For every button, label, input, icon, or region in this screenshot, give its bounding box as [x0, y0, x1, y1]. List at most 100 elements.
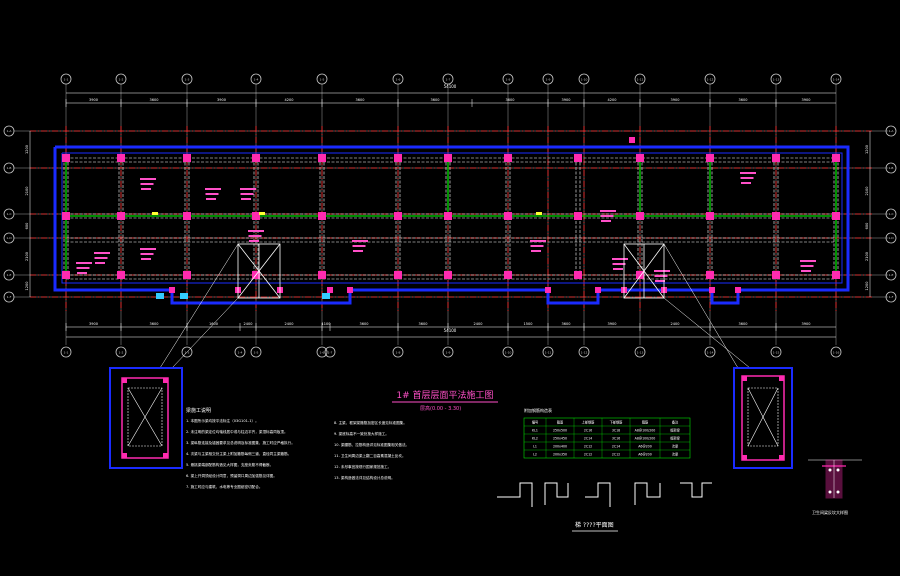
column: [318, 154, 326, 162]
dim-text-left: 2100: [25, 252, 29, 261]
column: [706, 271, 714, 279]
beam-label-mark: [94, 257, 108, 259]
beam-label-mark: [248, 230, 264, 232]
beam-label-mark: [600, 215, 614, 217]
axis-bubble-bottom-label: 1-4: [238, 351, 243, 355]
leader-line-left-2: [171, 297, 239, 369]
axis-bubble-top-label: 1-11: [637, 78, 644, 82]
leader-line-right-2: [663, 297, 751, 369]
dim-text-right: 1200: [865, 145, 869, 154]
axis-bubble-right: [885, 125, 897, 137]
beam-label-mark: [240, 188, 256, 190]
dim-text-bottom: 3600: [562, 322, 571, 326]
beam-label-mark: [77, 272, 87, 274]
axis-bubble-bottom-label: 1-2: [119, 351, 124, 355]
beam-label-mark: [248, 235, 262, 237]
note-item: 7. 施工时应与建筑、水电等专业图纸密切配合。: [186, 484, 262, 489]
beam-annotations: [76, 172, 816, 282]
dim-text-left: 600: [25, 223, 29, 230]
beam-label-mark: [241, 198, 251, 200]
dim-text-top: 3600: [506, 98, 515, 102]
axis-bubble-bottom-label: 1-5: [254, 351, 259, 355]
note-item: 8. 主梁、框架梁箍筋加密区长度见标准图集。: [334, 420, 407, 425]
axis-bubble-left: [3, 208, 15, 220]
table-cell: A6@200: [638, 453, 651, 457]
columns: [62, 137, 840, 299]
axis-bubble-top-label: 1-8: [506, 78, 511, 82]
beam-label-mark: [240, 193, 254, 195]
beam-label-mark: [140, 253, 154, 255]
beam-label-mark: [530, 240, 546, 242]
table-header-cell: 编号: [532, 420, 538, 425]
beam-label-mark: [140, 248, 156, 250]
column: [318, 271, 326, 279]
note-item: 13. 梁构造做法详见结构设计总说明。: [334, 475, 395, 480]
table-cell: 200x350: [553, 453, 567, 457]
dim-text-top: 3600: [356, 98, 365, 102]
dim-text-bottom: 2400: [474, 322, 483, 326]
beam-label-mark: [353, 250, 363, 252]
beam-label-mark: [612, 263, 626, 265]
axis-bubble-bottom: [442, 346, 454, 358]
column: [394, 154, 402, 162]
column: [636, 271, 644, 279]
section-caption: 卫生间梁反坎大样图: [812, 509, 848, 515]
axis-bubble-left-label: 1-C: [6, 212, 11, 216]
beam-label-mark: [140, 183, 154, 185]
axis-bubble-top: [770, 73, 782, 85]
column: [832, 271, 840, 279]
dim-text-top: 4200: [285, 98, 294, 102]
table-cell: 250x450: [553, 437, 567, 441]
axis-bubble-bottom: [704, 346, 716, 358]
axis-bubble-bottom: [542, 346, 554, 358]
axis-bubble-left-label: 1-F: [7, 295, 12, 299]
table-header-cell: 箍筋: [642, 420, 648, 425]
axis-bubble-bottom: [181, 346, 193, 358]
column: [183, 154, 191, 162]
note-item: 1. 本图所示梁均按平法标注（03G101-1）。: [186, 418, 259, 423]
beam-label-mark: [600, 210, 616, 212]
table-cell: 3C18: [612, 429, 620, 433]
dim-text-bottom: 3600: [739, 322, 748, 326]
axis-bubble-top-label: 1-13: [773, 78, 780, 82]
column: [832, 212, 840, 220]
column: [62, 271, 70, 279]
column: [183, 212, 191, 220]
axis-bubble-right: [885, 232, 897, 244]
beam-label-mark: [530, 245, 544, 247]
axis-bubble-bottom-label: 1-12: [581, 351, 588, 355]
dim-text-bottom: 3900: [802, 322, 811, 326]
table-cell: A8@100/200: [635, 429, 656, 433]
beam-label-mark: [800, 260, 816, 262]
beam-label-mark: [352, 240, 368, 242]
dim-text-bottom: 2400: [671, 322, 680, 326]
table-cell: 次梁: [672, 452, 679, 457]
column: [62, 154, 70, 162]
axis-bubble-top: [250, 73, 262, 85]
total-dimension-top: 54100: [444, 84, 457, 89]
axis-bubble-bottom: [578, 346, 590, 358]
column: [772, 154, 780, 162]
axis-bubble-right: [885, 162, 897, 174]
beam-label-yellow: [152, 212, 158, 215]
beam-label-mark: [601, 220, 611, 222]
beam-label-mark: [740, 172, 756, 174]
table-header-cell: 备注: [672, 420, 679, 425]
axis-bubble-bottom: [830, 346, 842, 358]
building-outline: [53, 145, 850, 305]
floor-plan: [53, 137, 850, 369]
axis-bubble-bottom-label: 1-3: [185, 351, 190, 355]
axis-bubble-right: [885, 269, 897, 281]
table-title: 附加钢筋构造表: [524, 407, 552, 413]
column: [394, 212, 402, 220]
axis-bubble-left-label: 1-E: [7, 273, 12, 277]
stair-right: [623, 243, 665, 299]
beam-label-mark: [76, 267, 90, 269]
axis-bubble-left-label: 1-A: [7, 129, 13, 133]
axis-bubble-bottom-label: 1-9: [446, 351, 451, 355]
column: [504, 271, 512, 279]
dim-text-bottom: 2400: [244, 322, 253, 326]
detail-box-right: [733, 367, 793, 469]
table-cell: 2C14: [612, 445, 620, 449]
beam-label-mark: [95, 262, 105, 264]
